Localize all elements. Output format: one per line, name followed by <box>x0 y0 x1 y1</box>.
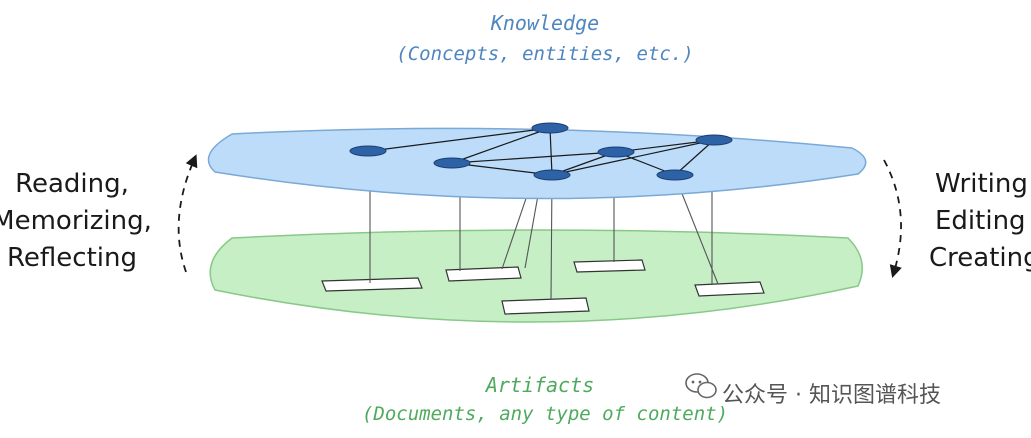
right-label-line-2: Editing <box>935 206 1026 236</box>
watermark: 公众号 · 知识图谱科技 <box>685 373 941 408</box>
knowledge-plane <box>207 127 867 200</box>
artifact-documents <box>321 259 765 315</box>
graph-node <box>695 134 733 146</box>
knowledge-subtitle: (Concepts, entities, etc.) <box>396 43 693 65</box>
right-label-line-3: Creating <box>929 243 1031 273</box>
artifact-document <box>573 259 646 273</box>
graph-node <box>656 169 694 181</box>
graph-node <box>597 146 635 158</box>
left-label-line-3: Reflecting <box>7 243 137 273</box>
artifact-document <box>501 297 590 315</box>
right-label-line-1: Writing <box>935 169 1028 199</box>
artifacts-plane <box>209 229 863 323</box>
artifact-document <box>694 281 765 297</box>
left-cycle-arrow <box>177 154 198 273</box>
graph-edge <box>369 127 551 152</box>
wechat-icon <box>685 373 717 399</box>
graph-edge <box>549 127 553 176</box>
graph-edge <box>451 151 617 164</box>
knowledge-title: Knowledge <box>490 11 599 35</box>
watermark-text: 公众号 · 知识图谱科技 <box>722 383 941 408</box>
graph-edge <box>551 139 715 176</box>
artifact-document <box>321 277 423 292</box>
knowledge-nodes <box>349 122 733 181</box>
left-label-line-1: Reading, <box>15 169 129 199</box>
left-label-line-2: Memorizing, <box>0 206 152 236</box>
graph-node <box>531 122 569 134</box>
artifacts-subtitle: (Documents, any type of content) <box>362 403 728 425</box>
graph-edge <box>451 127 551 164</box>
graph-node <box>349 145 387 157</box>
graph-node <box>533 169 571 181</box>
artifacts-title: Artifacts <box>484 373 594 397</box>
artifact-document <box>445 266 522 282</box>
graph-node <box>433 157 471 169</box>
right-cycle-arrow <box>883 159 902 279</box>
graph-edge <box>674 139 715 176</box>
